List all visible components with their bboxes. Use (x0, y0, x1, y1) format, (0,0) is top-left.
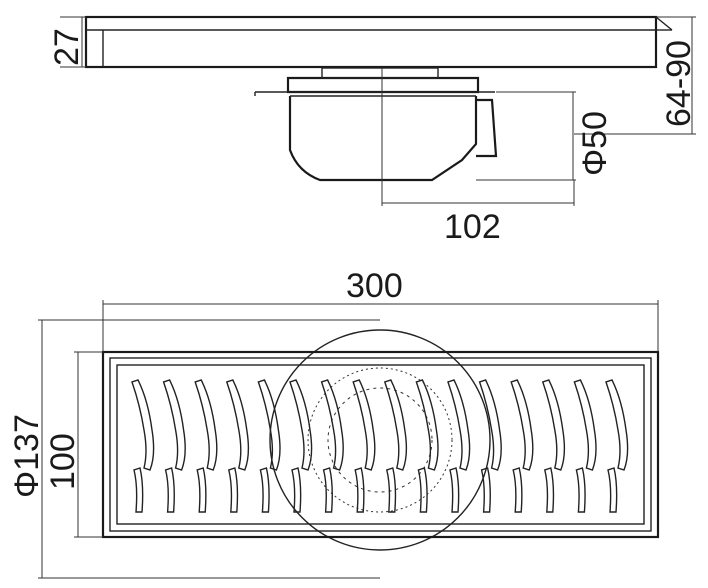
grate-slot (478, 379, 502, 471)
grate-slot (227, 467, 239, 513)
top-view: 300 100 Φ137 (8, 267, 660, 579)
grate-slot (510, 379, 534, 471)
grate-slot (259, 467, 270, 513)
grate (116, 364, 645, 525)
dim-label-phi137: Φ137 (8, 414, 46, 498)
side-frame-plate (84, 15, 658, 69)
grate-slot (162, 379, 186, 471)
grate-slot (605, 379, 629, 471)
flange-circle (269, 329, 491, 551)
side-outlet-pipe (476, 98, 498, 158)
grate-slot (447, 379, 471, 471)
dim-100: 100 (44, 351, 103, 538)
grate-slot (512, 467, 523, 513)
dim-label-phi50: Φ50 (576, 111, 614, 176)
grate-slot (194, 379, 218, 471)
side-view: 27 64-90 Φ50 102 (48, 15, 698, 246)
grate-slot (575, 467, 586, 513)
grate-slot (541, 379, 566, 471)
dim-label-64-90: 64-90 (660, 40, 698, 127)
grate-slot (417, 467, 428, 513)
top-frame-outer (101, 350, 660, 539)
dim-300: 300 (102, 267, 659, 352)
dim-label-27: 27 (48, 28, 86, 66)
grate-slot (322, 467, 333, 513)
center-strainer (307, 367, 453, 513)
grate-slot (320, 379, 344, 471)
dim-27: 27 (48, 16, 86, 68)
dim-phi137: Φ137 (8, 319, 380, 579)
grate-slot (573, 379, 597, 471)
dim-label-102: 102 (444, 208, 501, 246)
dim-label-300: 300 (346, 267, 403, 305)
grate-slot (289, 379, 313, 471)
grate-slot (257, 379, 281, 471)
grate-slot (131, 379, 155, 471)
dim-102: 102 (381, 68, 575, 246)
grate-slot (352, 379, 376, 471)
side-drain-body (286, 76, 480, 94)
grate-slots (131, 379, 629, 513)
grate-slot (291, 467, 302, 513)
dim-phi50: Φ50 (476, 91, 614, 181)
grate-slot (385, 467, 397, 513)
grate-slot (607, 467, 618, 513)
grate-slot (133, 467, 144, 513)
grate-slot (354, 467, 365, 513)
grate-slot (449, 467, 460, 513)
dim-label-100: 100 (44, 433, 82, 490)
grate-slot (196, 467, 207, 513)
grate-slot (164, 467, 175, 513)
grate-slot (415, 379, 439, 471)
grate-slot (383, 379, 408, 471)
grate-slot (543, 467, 555, 513)
grate-slot (480, 467, 491, 513)
grate-slot (225, 379, 250, 471)
dim-64-90: 64-90 (574, 16, 698, 135)
